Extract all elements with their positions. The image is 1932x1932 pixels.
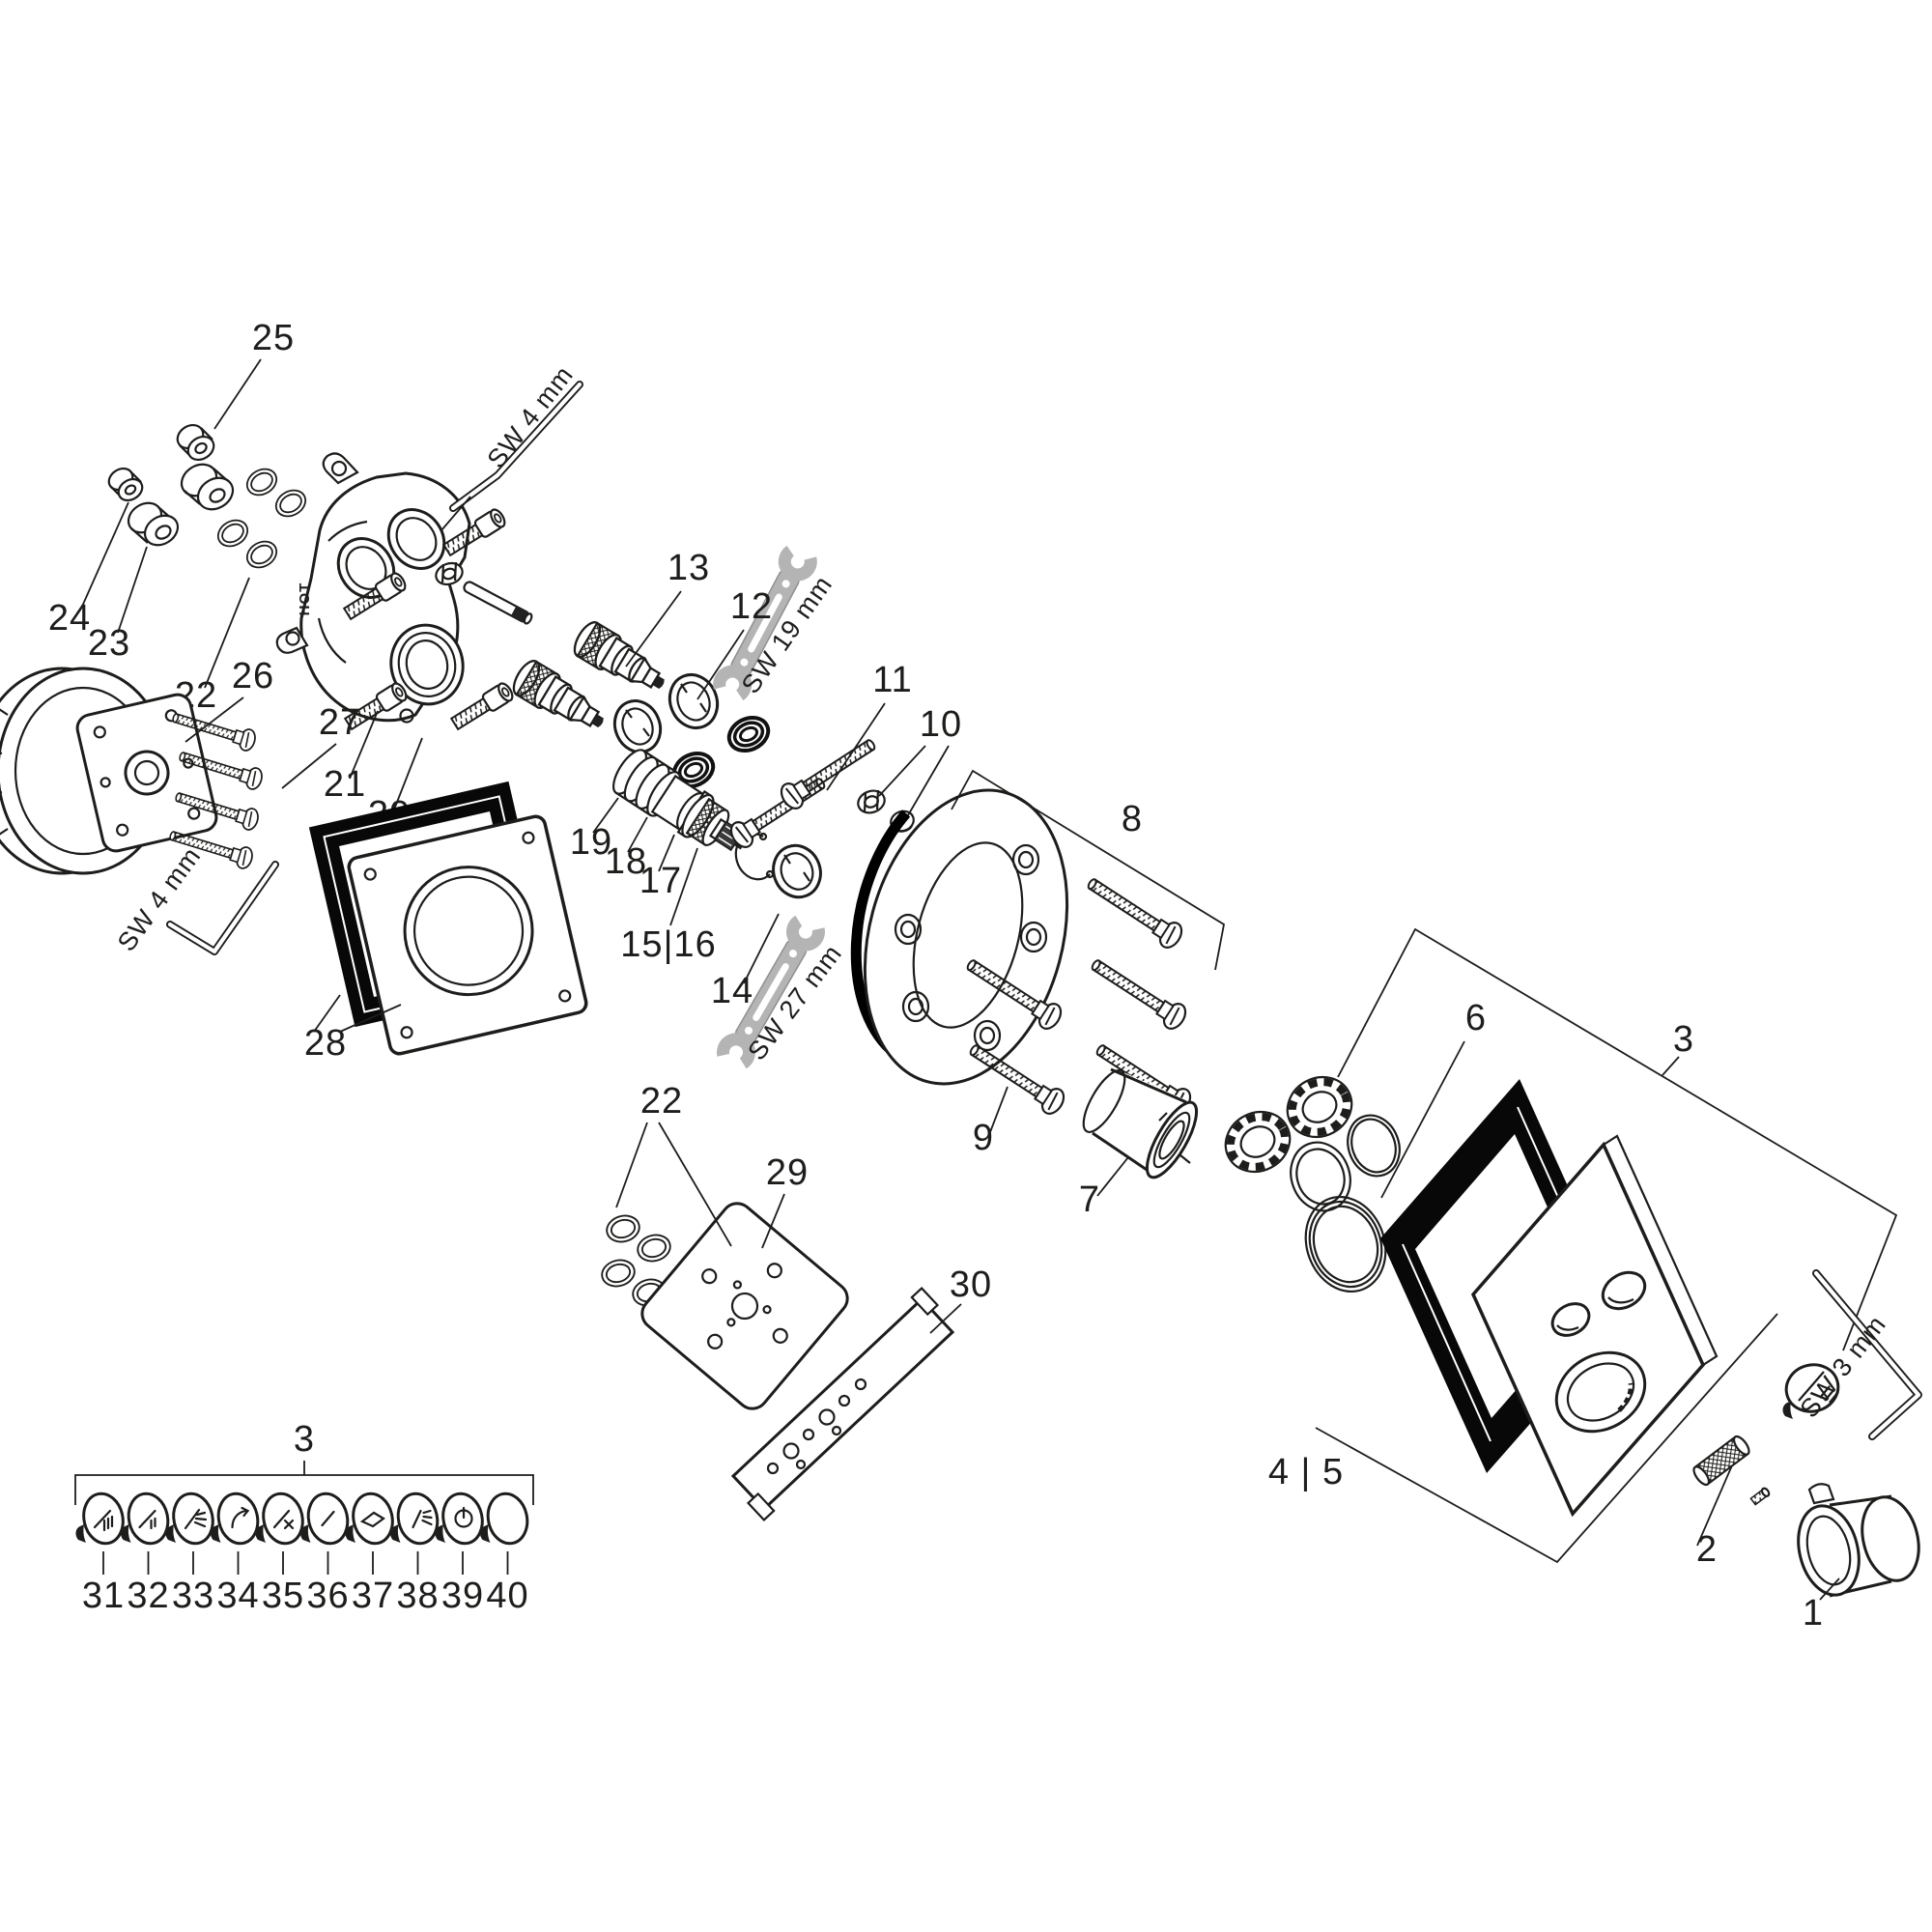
screw-8 (1081, 869, 1187, 953)
callout-28: 28 (304, 1023, 347, 1064)
callout-3: 3 (1673, 1019, 1694, 1060)
callout-40: 40 (486, 1576, 528, 1616)
knob-31 (74, 1488, 129, 1549)
cluster-mounting: 22 29 30 (598, 1081, 992, 1522)
carrier-plate-8 (850, 788, 1069, 1086)
shutoff-cartridge-13 (568, 616, 674, 703)
cluster-thermostat: SW 27 mm 19 18 17 15|16 14 (570, 715, 847, 1073)
knob-33 (164, 1488, 219, 1549)
spindle-2 (1692, 1435, 1750, 1487)
callout-32: 32 (127, 1576, 169, 1616)
cluster-trim: 3 4 | 5 (1268, 927, 1922, 1634)
cluster-carrier: 8 9 7 (850, 769, 1226, 1220)
callout-4-5: 4 | 5 (1268, 1452, 1344, 1492)
stop-plug-24 (107, 467, 144, 502)
hex-nut (435, 561, 464, 586)
lock-ring (1286, 1075, 1353, 1139)
cluster-seals-6: 6 (1224, 998, 1487, 1293)
o-ring-large (1304, 1195, 1387, 1293)
knob-36 (298, 1488, 354, 1549)
handle-1 (1797, 1483, 1920, 1598)
knob-35 (254, 1488, 309, 1549)
rough-in-valve-body: HOT (275, 452, 471, 724)
cluster-knob-variants: 3 31 (74, 1419, 534, 1616)
screw-8 (1085, 951, 1191, 1035)
extension-sleeve-7 (1082, 1067, 1199, 1179)
callout-18: 18 (605, 841, 647, 882)
allen-key-sw4-left (166, 861, 279, 955)
callout-15-16: 15|16 (620, 924, 716, 965)
stop-plug-25 (176, 423, 235, 511)
knob-32 (119, 1488, 174, 1549)
threaded-pin (463, 581, 533, 625)
extension-housing-26 (0, 667, 266, 875)
o-ring (1347, 1114, 1401, 1178)
shutoff-cartridge-13 (507, 655, 613, 742)
lock-ring (1224, 1110, 1292, 1174)
knob-38 (388, 1488, 443, 1549)
callout-13: 13 (668, 548, 710, 588)
screw-9 (963, 1036, 1069, 1120)
callout-17: 17 (639, 861, 682, 901)
knob-34 (209, 1488, 264, 1549)
callout-10: 10 (920, 704, 962, 745)
callout-34: 34 (216, 1576, 259, 1616)
callout-7: 7 (1079, 1179, 1100, 1220)
hot-marking: HOT (297, 582, 313, 616)
callout-21: 21 (324, 764, 366, 805)
callout-37: 37 (352, 1576, 394, 1616)
knob-37 (344, 1488, 399, 1549)
sleeve-23 (127, 501, 180, 547)
callout-9: 9 (973, 1118, 994, 1158)
callout-30: 30 (950, 1264, 992, 1305)
spring (726, 715, 771, 753)
mounting-plate-29 (640, 1202, 849, 1410)
callout-33: 33 (172, 1576, 214, 1616)
callout-19: 19 (570, 822, 612, 863)
cartridge-nut-14 (772, 843, 822, 899)
cover-plate (1470, 1134, 1719, 1518)
callout-26: 26 (232, 656, 274, 696)
cluster-extension: 26 27 SW 4 mm 28 (0, 656, 588, 1064)
knob-leader-ticks (102, 1551, 509, 1575)
callout-29: 29 (766, 1152, 809, 1193)
allen-key-sw4-top (449, 381, 583, 512)
callout-knob-group-3: 3 (294, 1419, 315, 1460)
callout-31: 31 (82, 1576, 125, 1616)
cluster-fixing-screws: 11 10 (725, 660, 962, 853)
callout-22b: 22 (640, 1081, 683, 1122)
allen-key-sw3 (1812, 1269, 1922, 1440)
cluster-cartridges: SW 19 mm 13 12 (507, 542, 838, 753)
callout-25: 25 (252, 318, 295, 358)
callout-38: 38 (396, 1576, 439, 1616)
callout-11: 11 (872, 660, 912, 700)
callout-1: 1 (1803, 1593, 1824, 1634)
tool-label-sw4-top: SW 4 mm (481, 360, 579, 473)
body-screw (448, 679, 517, 733)
knob-39 (434, 1488, 489, 1549)
nut-10 (857, 789, 886, 814)
callout-14: 14 (711, 971, 753, 1011)
callout-24: 24 (48, 598, 91, 639)
callout-35: 35 (262, 1576, 304, 1616)
mounting-rail-30 (730, 1286, 955, 1522)
callout-23: 23 (88, 623, 130, 664)
callout-39: 39 (441, 1576, 484, 1616)
callout-6: 6 (1465, 998, 1487, 1038)
select-button-2 (1782, 1363, 1840, 1419)
escutcheon-28 (347, 814, 588, 1056)
knob-40 (478, 1488, 533, 1549)
callout-12: 12 (730, 586, 773, 627)
callout-2: 2 (1696, 1529, 1718, 1570)
stop-ring (612, 699, 663, 753)
callout-27: 27 (319, 702, 361, 743)
callout-8: 8 (1122, 799, 1143, 839)
callout-36: 36 (306, 1576, 349, 1616)
grub-screw-2 (1749, 1487, 1771, 1506)
